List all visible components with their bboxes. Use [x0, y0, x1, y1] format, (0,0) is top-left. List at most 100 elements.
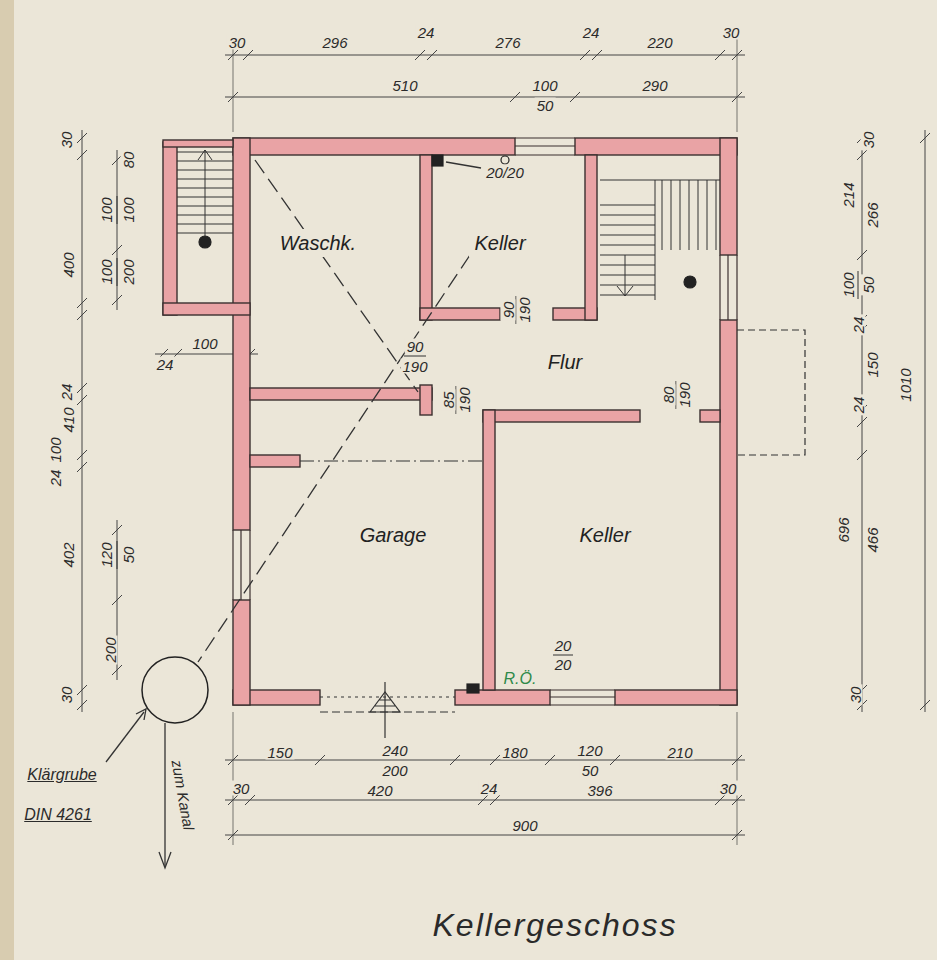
dimension-line: [77, 700, 87, 710]
fixture-symbol: [684, 276, 696, 288]
dimension-line: [920, 700, 930, 710]
dimension-line: [112, 245, 122, 255]
room-label-box: Flur: [543, 348, 588, 376]
room-name: Garage: [360, 524, 427, 546]
dimension-number: 24: [479, 781, 500, 796]
callout-number: 20: [553, 638, 574, 653]
dimension-number: 24: [155, 357, 176, 372]
wall: [585, 155, 597, 320]
dimension-number: 100: [121, 195, 136, 224]
dash-dot-line: [300, 460, 483, 461]
door-size: 190: [677, 380, 692, 409]
dimension-line: [580, 50, 590, 60]
door-size: 190: [457, 385, 472, 414]
wall: [250, 455, 300, 467]
dimension-number: 420: [365, 783, 394, 798]
dimension-number: 276: [493, 35, 522, 50]
annotation: zum Kanal: [169, 757, 197, 833]
dimension-line: [315, 755, 325, 765]
dimension-line: [478, 795, 488, 805]
stair-lines: [600, 215, 655, 216]
wall: [420, 155, 432, 320]
drain-pipe: [106, 160, 481, 868]
door-size: 85: [441, 390, 456, 411]
dimension-line: [857, 450, 867, 460]
dimension-number: 24: [59, 382, 74, 403]
dimension-line: [77, 38, 930, 845]
fraction-line: [117, 541, 118, 569]
dimension-number: 120: [99, 540, 114, 569]
dimension-number: 24: [48, 468, 63, 489]
stair-lines: [698, 180, 699, 250]
drain-pipe: [106, 712, 144, 762]
wall: [483, 410, 640, 422]
dimension-number: 1010: [898, 366, 913, 403]
dimension-number: 24: [851, 395, 866, 416]
dimension-number: 696: [836, 515, 851, 544]
dimension-number: 402: [61, 540, 76, 569]
window: [719, 255, 720, 320]
door-size: 80: [661, 385, 676, 406]
dimension-number: 200: [121, 257, 136, 286]
dimension-number: 400: [61, 250, 76, 279]
wall: [720, 320, 737, 705]
window: [550, 696, 615, 697]
wall: [233, 600, 250, 705]
wall: [163, 303, 250, 315]
dimension-number: 200: [380, 763, 409, 778]
dimension-line: [225, 800, 745, 801]
dimension-number: 30: [721, 25, 742, 40]
dimension-line: [77, 395, 87, 405]
dimension-number: 30: [59, 130, 74, 151]
dimension-line: [490, 795, 500, 805]
fraction-line: [117, 196, 118, 224]
dimension-number: 100: [48, 435, 63, 464]
dimension-line: [857, 150, 867, 160]
dimension-number: 510: [390, 78, 419, 93]
dimension-line: [112, 595, 122, 605]
dimension-line: [77, 310, 87, 320]
dimension-line: [77, 383, 87, 393]
dimension-number: 30: [848, 685, 863, 706]
window: [550, 704, 615, 705]
window: [736, 255, 737, 320]
dimension-line: [592, 50, 602, 60]
wall: [233, 138, 250, 530]
fraction-line: [553, 655, 573, 656]
garage-door: [370, 692, 400, 712]
dimension-line: [450, 755, 460, 765]
stair-lines: [680, 180, 681, 250]
dimension-line: [77, 298, 87, 308]
fraction-line: [858, 271, 859, 299]
stair-lines: [655, 180, 656, 300]
garage-door: [384, 682, 385, 738]
stair-lines: [600, 235, 655, 236]
window: [515, 145, 575, 146]
dimension-number: 150: [265, 745, 294, 760]
dimension-line: [77, 150, 87, 160]
garage-door: [320, 696, 455, 697]
callout-label: DIN 4261: [22, 807, 94, 823]
dimension-number: 900: [510, 818, 539, 833]
dimension-line: [225, 97, 745, 98]
door-size: 90: [501, 300, 516, 321]
dimension-number: 100: [190, 336, 219, 351]
wall: [483, 410, 495, 690]
dimension-line: [243, 50, 253, 60]
stair-lines: [617, 255, 633, 296]
dimension-line: [510, 92, 520, 102]
dimension-number: 50: [535, 98, 556, 113]
dimension-line: [77, 450, 87, 460]
stair-lines: [671, 180, 672, 250]
room-label-box: Keller: [469, 229, 531, 257]
fraction-line: [117, 196, 858, 655]
dimension-number: 180: [500, 745, 529, 760]
dimension-line: [737, 38, 738, 132]
drain-pipe: [198, 255, 470, 662]
dimension-number: 266: [865, 200, 880, 229]
dimension-line: [77, 462, 87, 472]
dimension-number: 100: [99, 195, 114, 224]
wall: [615, 690, 737, 705]
